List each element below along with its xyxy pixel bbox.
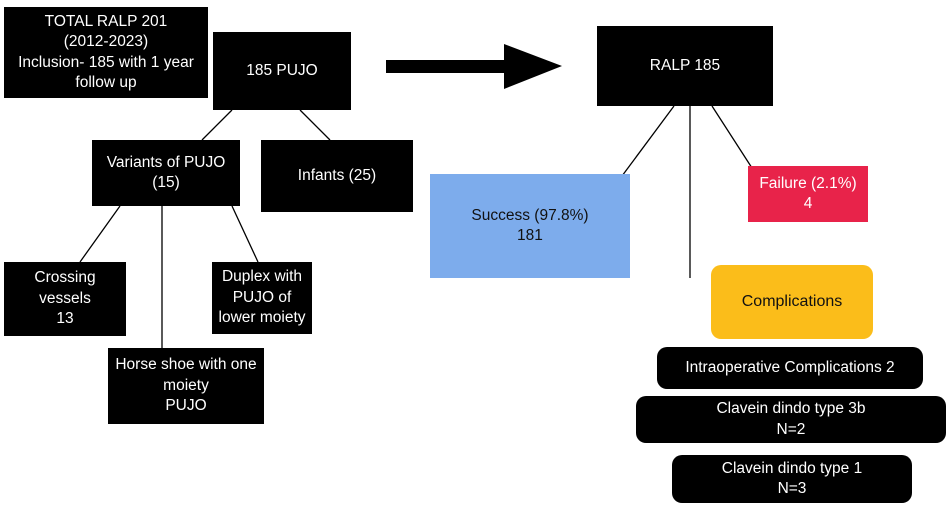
clavein-dindo-1-box: Clavein dindo type 1 N=3 — [672, 455, 912, 503]
connector-ralp-failure — [711, 105, 753, 169]
total-ralp-box: TOTAL RALP 201 (2012-2023) Inclusion- 18… — [4, 7, 208, 98]
success-box: Success (97.8%) 181 — [430, 174, 630, 278]
complications-box: Complications — [711, 265, 873, 339]
infants-box: Infants (25) — [261, 140, 413, 212]
horseshoe-box: Horse shoe with one moiety PUJO — [108, 348, 264, 424]
crossing-vessels-box: Crossing vessels 13 — [4, 262, 126, 336]
failure-box: Failure (2.1%) 4 — [748, 166, 868, 222]
connector-variants-crossing — [79, 205, 121, 263]
pujo-box: 185 PUJO — [213, 32, 351, 110]
connector-ralp-success — [621, 105, 675, 177]
ralp-box: RALP 185 — [597, 26, 773, 106]
connector-pujo-infants — [299, 109, 331, 141]
connector-pujo-variants — [201, 109, 233, 141]
right-arrow-icon — [386, 44, 562, 89]
variants-box: Variants of PUJO (15) — [92, 140, 240, 206]
intraoperative-complications-box: Intraoperative Complications 2 — [657, 347, 923, 389]
connector-variants-duplex — [231, 205, 259, 263]
duplex-box: Duplex with PUJO of lower moiety — [212, 262, 312, 334]
clavein-dindo-3b-box: Clavein dindo type 3b N=2 — [636, 396, 946, 443]
